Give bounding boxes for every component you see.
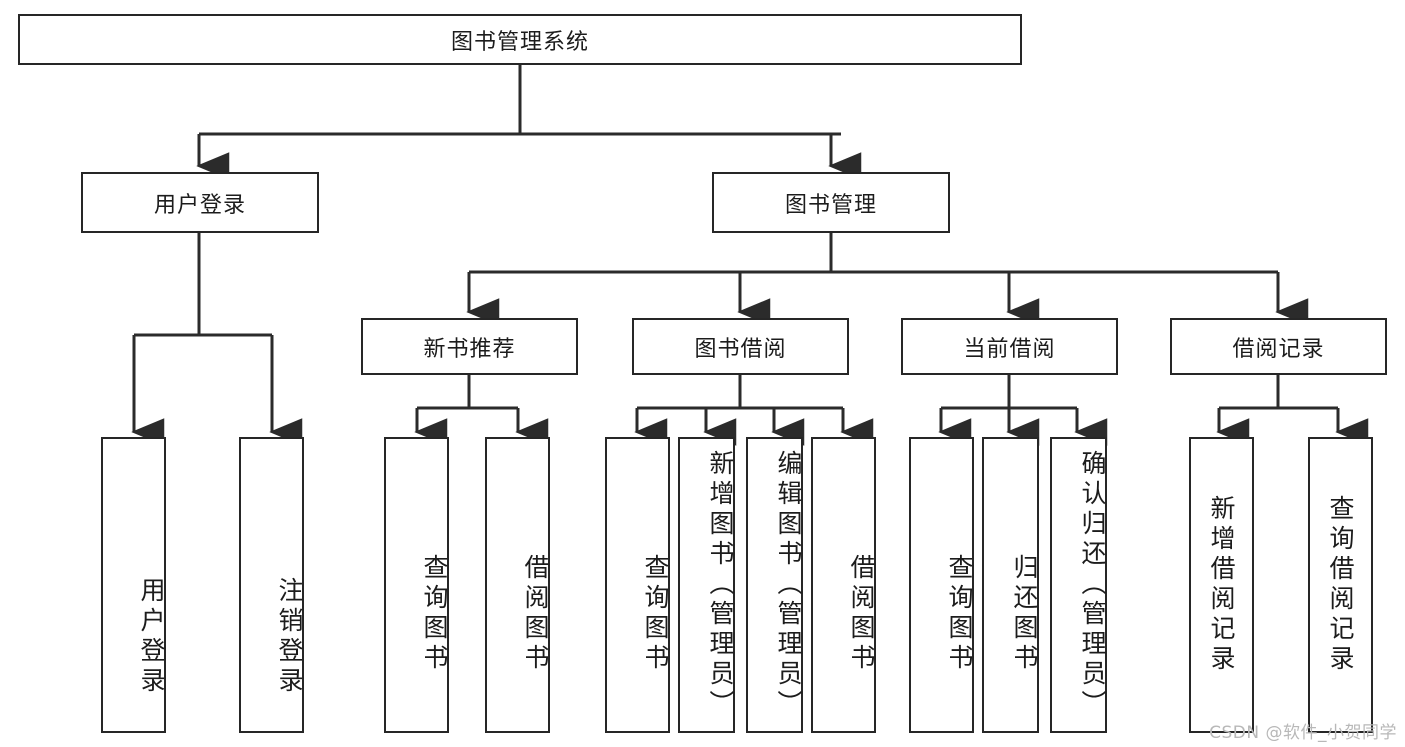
leaf-new-book-query-book[interactable]: 查询图书 bbox=[384, 437, 449, 733]
leaf-label: 借阅图书 bbox=[847, 554, 876, 674]
leaf-record-add-borrow-record[interactable]: 新增借阅记录 bbox=[1189, 437, 1254, 733]
node-current-borrowing[interactable]: 当前借阅 bbox=[901, 318, 1118, 375]
leaf-label: 新增借阅记录 bbox=[1207, 495, 1236, 675]
leaf-new-book-borrow-book[interactable]: 借阅图书 bbox=[485, 437, 550, 733]
leaf-borrow-add-book-admin[interactable]: 新增图书（管理员） bbox=[678, 437, 735, 733]
leaf-borrow-borrow-book[interactable]: 借阅图书 bbox=[811, 437, 876, 733]
node-user-login[interactable]: 用户登录 bbox=[81, 172, 319, 233]
leaf-label: 查询图书 bbox=[641, 554, 670, 674]
leaf-label: 用户登录 bbox=[137, 577, 166, 697]
node-root-book-management-system[interactable]: 图书管理系统 bbox=[18, 14, 1022, 65]
leaf-user-login-logout[interactable]: 注销登录 bbox=[239, 437, 304, 733]
leaf-label: 借阅图书 bbox=[521, 554, 550, 674]
leaf-borrow-query-book[interactable]: 查询图书 bbox=[605, 437, 670, 733]
node-new-book-recommendation[interactable]: 新书推荐 bbox=[361, 318, 578, 375]
leaf-label: 新增图书（管理员） bbox=[706, 450, 735, 720]
leaf-label: 查询图书 bbox=[420, 554, 449, 674]
node-borrow-record[interactable]: 借阅记录 bbox=[1170, 318, 1387, 375]
leaf-label: 编辑图书（管理员） bbox=[774, 450, 803, 720]
leaf-borrow-edit-book-admin[interactable]: 编辑图书（管理员） bbox=[746, 437, 803, 733]
leaf-label: 查询借阅记录 bbox=[1326, 495, 1355, 675]
csdn-watermark: CSDN @软件_小贺同学 bbox=[1209, 723, 1397, 743]
leaf-current-confirm-return-admin[interactable]: 确认归还（管理员） bbox=[1050, 437, 1107, 733]
leaf-current-return-book[interactable]: 归还图书 bbox=[982, 437, 1039, 733]
leaf-label: 确认归还（管理员） bbox=[1078, 450, 1107, 720]
leaf-current-query-book[interactable]: 查询图书 bbox=[909, 437, 974, 733]
node-book-management[interactable]: 图书管理 bbox=[712, 172, 950, 233]
leaf-user-login-login[interactable]: 用户登录 bbox=[101, 437, 166, 733]
node-book-borrowing[interactable]: 图书借阅 bbox=[632, 318, 849, 375]
leaf-label: 注销登录 bbox=[275, 577, 304, 697]
leaf-record-query-borrow-record[interactable]: 查询借阅记录 bbox=[1308, 437, 1373, 733]
leaf-label: 归还图书 bbox=[1010, 554, 1039, 674]
leaf-label: 查询图书 bbox=[945, 554, 974, 674]
